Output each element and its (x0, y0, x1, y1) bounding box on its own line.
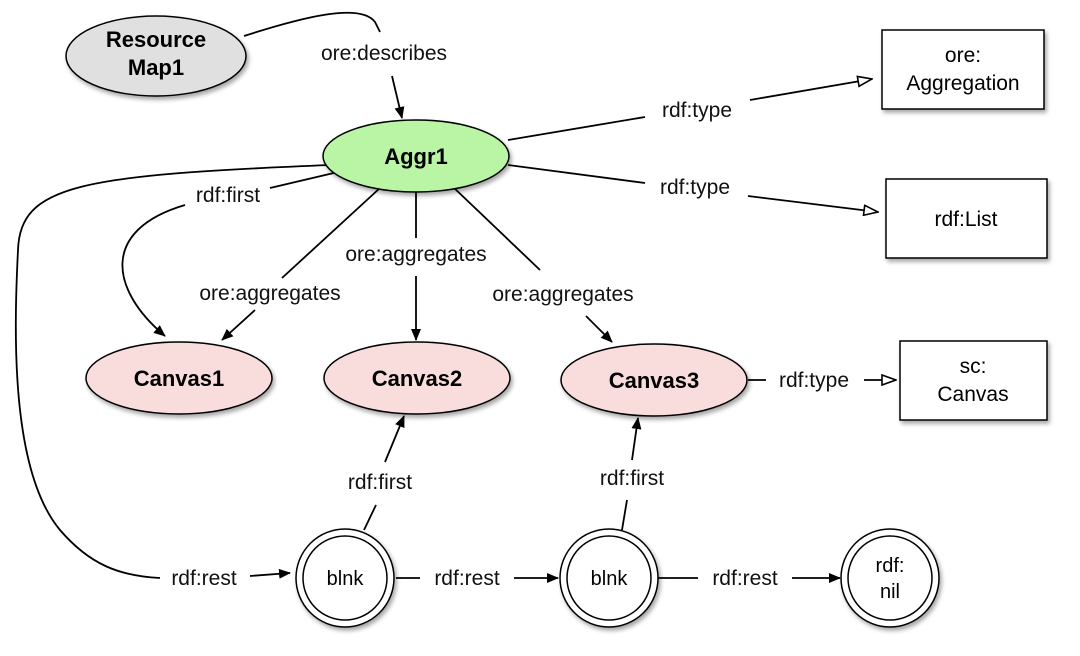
node-blank2: blnk (559, 528, 659, 628)
label-blank1-first: rdf:first (348, 471, 412, 494)
node-resource-map-shape (65, 15, 247, 97)
node-nil-line1: rdf: (876, 555, 905, 577)
edge-rest-to-blank1 (14, 164, 331, 579)
label-aggregates-canvas1: ore:aggregates (199, 282, 340, 305)
label-describes: ore:describes (321, 42, 447, 65)
label-type-list: rdf:type (660, 176, 730, 199)
edge-describes-arrow (391, 75, 405, 119)
node-canvas2: Canvas2 (323, 341, 511, 415)
node-nil-line2: nil (880, 581, 900, 603)
node-type-canvas-box (899, 340, 1048, 421)
edge-blank1-first (363, 504, 377, 531)
edge-type-list (507, 164, 646, 184)
node-canvas3-shape (560, 343, 748, 417)
node-canvas1-label: Canvas1 (134, 366, 225, 391)
label-type-aggregation: rdf:type (662, 99, 732, 122)
edge-type-aggregation-arrow (749, 79, 872, 101)
node-type-aggregation: ore: Aggregation (881, 29, 1045, 110)
node-type-list: rdf:List (885, 178, 1048, 259)
node-type-canvas-line2: Canvas (937, 383, 1008, 406)
node-blank2-label: blnk (591, 568, 629, 590)
node-canvas2-label: Canvas2 (372, 366, 463, 391)
node-resource-map-line1: Resource (106, 27, 206, 52)
label-rest-blank2-nil: rdf:rest (712, 567, 778, 590)
node-nil-inner (847, 535, 933, 621)
edge-aggregates-canvas3-arrow (585, 315, 613, 343)
node-type-list-label: rdf:List (934, 208, 997, 231)
label-first-canvas1: rdf:first (196, 184, 260, 207)
edge-blank2-first-arrow (631, 417, 642, 461)
node-canvas1-shape (85, 341, 273, 415)
label-blank2-first: rdf:first (600, 467, 664, 490)
node-blank1: blnk (295, 528, 395, 628)
node-resource-map-line2: Map1 (128, 55, 184, 80)
node-aggr1: Aggr1 (322, 119, 510, 193)
edge-blank1-first-arrow (384, 415, 405, 463)
node-canvas2-shape (323, 341, 511, 415)
node-aggr1-shape (322, 119, 510, 193)
edge-aggregates-canvas1 (281, 187, 381, 279)
edge-first-canvas1 (269, 171, 339, 189)
edge-aggregates-canvas1-arrow (221, 309, 256, 341)
node-type-aggregation-line2: Aggregation (906, 72, 1019, 95)
node-type-aggregation-line1: ore: (945, 44, 981, 67)
edge-blank2-first (621, 499, 628, 531)
node-blank1-label: blnk (327, 568, 365, 590)
node-resource-map: Resource Map1 (65, 15, 247, 97)
label-aggregates-canvas3: ore:aggregates (492, 283, 633, 306)
node-type-list-box (885, 178, 1048, 259)
label-aggregates-canvas2: ore:aggregates (345, 243, 486, 266)
label-type-canvas: rdf:type (779, 369, 849, 392)
node-type-canvas-line1: sc: (960, 355, 987, 378)
edge-rest-to-blank1-arrow (249, 568, 291, 579)
edge-first-canvas1-arrow (121, 204, 186, 337)
label-rest-blank1-blank2: rdf:rest (434, 567, 500, 590)
label-rest-to-blank1: rdf:rest (171, 567, 237, 590)
node-canvas1: Canvas1 (85, 341, 273, 415)
node-canvas3-label: Canvas3 (609, 368, 700, 393)
node-aggr1-label: Aggr1 (384, 144, 448, 169)
edge-type-list-arrow (747, 195, 878, 212)
edge-aggregates-canvas3 (451, 185, 541, 271)
node-type-aggregation-box (881, 29, 1045, 110)
node-blank2-inner (566, 535, 652, 621)
node-canvas3: Canvas3 (560, 343, 748, 417)
node-nil: rdf: nil (840, 528, 940, 628)
node-type-canvas: sc: Canvas (899, 340, 1048, 421)
node-blank1-inner (302, 535, 388, 621)
edge-describes (243, 11, 381, 37)
edge-type-aggregation (507, 116, 646, 141)
